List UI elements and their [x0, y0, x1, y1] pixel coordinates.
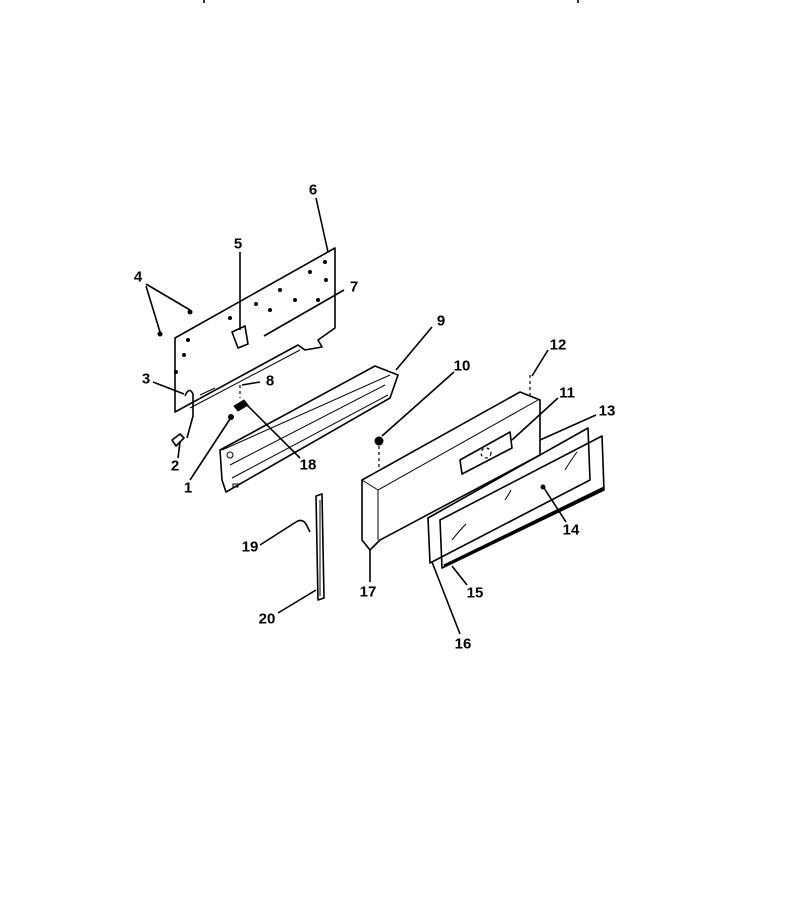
callout-15: 15	[466, 584, 484, 602]
callout-13: 13	[598, 402, 616, 420]
control-panel-frame-part-16	[427, 427, 591, 564]
callout-20: 20	[258, 610, 276, 628]
back-panel-part-6	[174, 247, 336, 413]
callout-16: 16	[454, 635, 472, 653]
callout-6: 6	[308, 181, 318, 199]
callout-19: 19	[241, 538, 259, 556]
knob-part-10	[374, 436, 384, 470]
clock-window-part-11	[459, 431, 513, 475]
callout-2: 2	[170, 457, 180, 475]
end-panel-part-17	[361, 391, 541, 551]
callout-17: 17	[359, 583, 377, 601]
wire-harness-part-3	[184, 387, 216, 439]
callout-14: 14	[562, 521, 580, 539]
callout-1: 1	[183, 479, 193, 497]
callout-9: 9	[436, 312, 446, 330]
callout-10: 10	[453, 357, 471, 375]
control-panel-glass-part-13	[439, 435, 605, 569]
callout-18: 18	[299, 456, 317, 474]
nut-part-1	[228, 414, 234, 420]
leader-lines	[145, 197, 597, 635]
screws-part-4	[157, 309, 193, 337]
callout-4: 4	[133, 268, 143, 286]
callout-8: 8	[265, 372, 275, 390]
crop-marks	[203, 0, 579, 3]
switch-part-18	[233, 399, 249, 412]
side-rail-part-20	[315, 493, 325, 601]
callout-5: 5	[233, 235, 243, 253]
callout-11: 11	[559, 384, 575, 402]
clip-part-19	[295, 519, 311, 533]
callout-12: 12	[549, 336, 567, 354]
callout-3: 3	[141, 370, 151, 388]
manifold-cover-part-9	[219, 365, 399, 493]
plug-part-2	[171, 433, 185, 447]
callout-7: 7	[349, 278, 359, 296]
